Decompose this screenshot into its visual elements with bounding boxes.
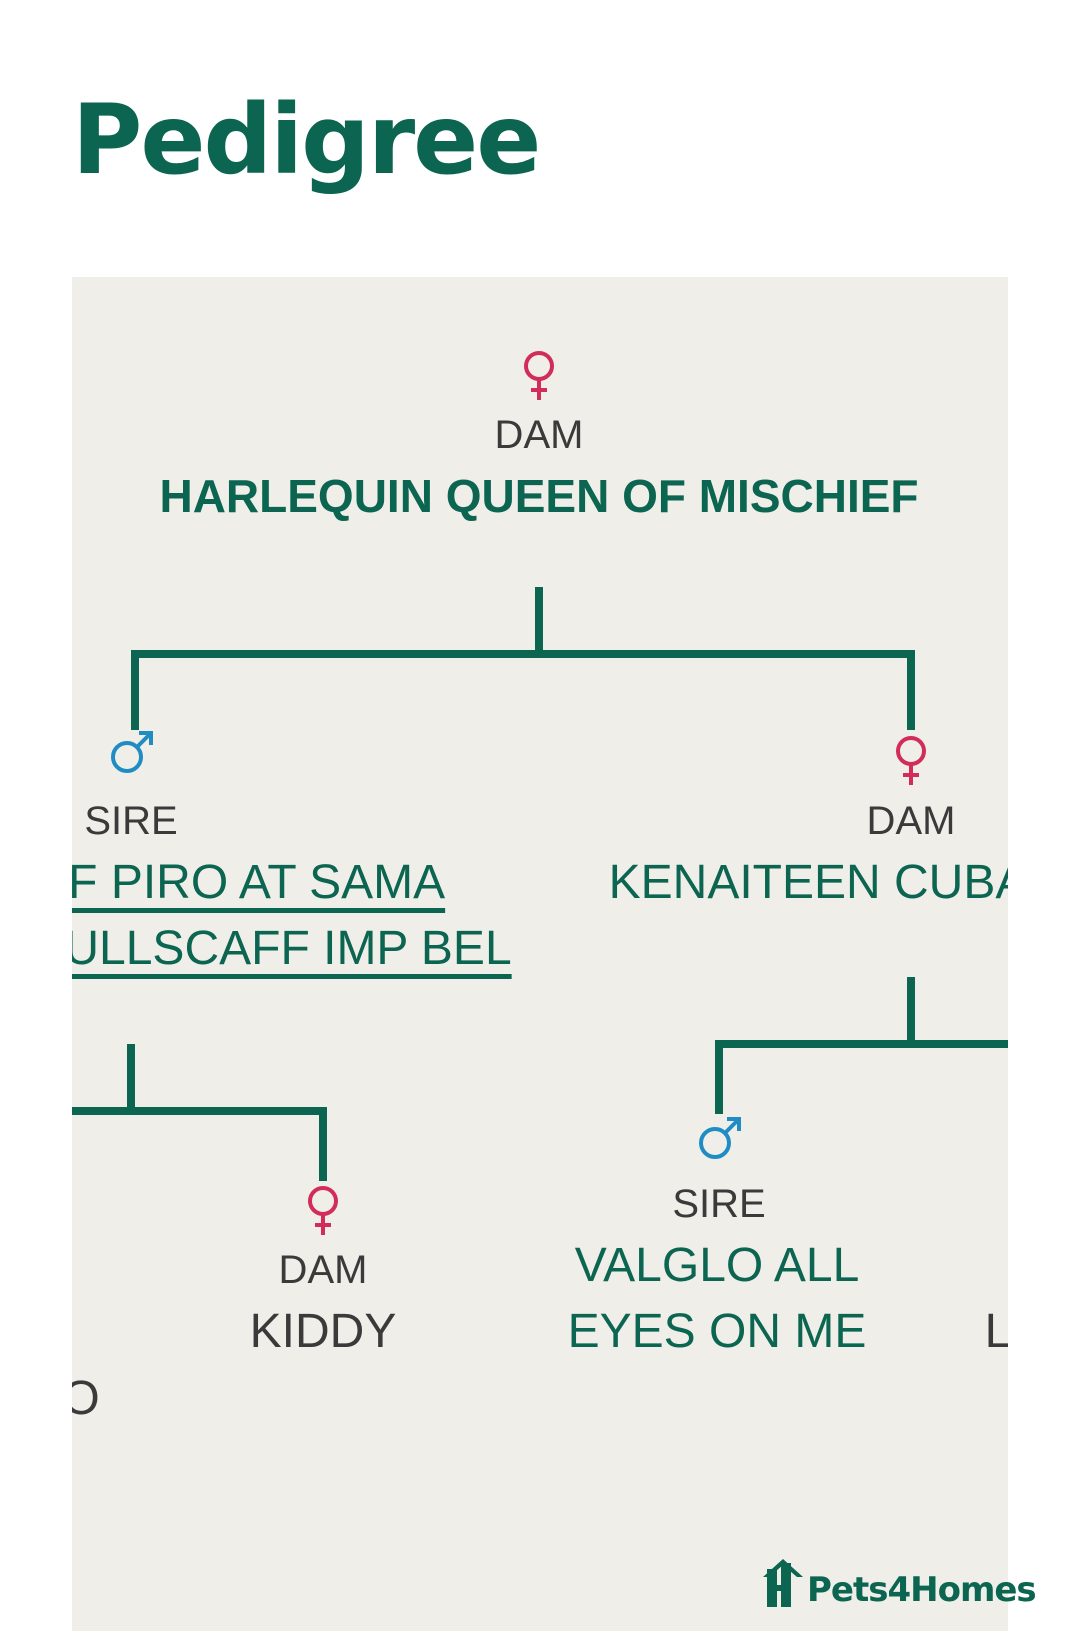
root-name: HARLEQUIN QUEEN OF MISCHIEF xyxy=(159,470,919,522)
dam-sire-name-line1[interactable]: VALGLO ALL xyxy=(574,1239,860,1292)
sire-name-link-line2[interactable]: BULLSCAFF IMP BEL xyxy=(72,922,512,975)
dam-sire-role: SIRE xyxy=(672,1182,766,1226)
connector-sire-right xyxy=(319,1107,327,1181)
connector-dam-left xyxy=(715,1040,723,1114)
connector-root-down xyxy=(535,587,543,657)
female-symbol-icon xyxy=(896,736,926,785)
brand-logo-text: Pets4Homes xyxy=(807,1570,1037,1610)
root-role: DAM xyxy=(494,413,584,457)
connector-root-bar xyxy=(131,650,915,658)
dam-role: DAM xyxy=(866,799,956,843)
house-logo-icon xyxy=(763,1559,803,1607)
connector-sire-bar xyxy=(72,1107,327,1115)
dam-dam-name-partial: L xyxy=(984,1305,1008,1358)
female-symbol-icon xyxy=(308,1186,338,1235)
female-symbol-icon xyxy=(524,351,554,400)
male-symbol-icon xyxy=(111,731,153,773)
dam-sire-name-line2[interactable]: EYES ON ME xyxy=(567,1305,867,1358)
connector-root-left xyxy=(131,650,139,730)
pedigree-panel: DAM HARLEQUIN QUEEN OF MISCHIEF SIRE FF … xyxy=(72,277,1008,1631)
brand-logo: Pets4Homes xyxy=(763,1555,1037,1610)
sire-dam-name: KIDDY xyxy=(249,1305,397,1358)
page-title: Pedigree xyxy=(72,84,541,196)
connector-dam-bar xyxy=(715,1040,1008,1048)
sire-dam-role: DAM xyxy=(278,1248,368,1292)
sire-role: SIRE xyxy=(84,799,178,843)
connector-root-right xyxy=(907,650,915,730)
dam-name[interactable]: KENAITEEN CUBA xyxy=(608,856,1008,909)
sire-name-link-line1[interactable]: FF PIRO AT SAMA xyxy=(72,856,446,909)
connector-sire-down xyxy=(127,1044,135,1114)
male-symbol-icon xyxy=(699,1117,741,1159)
connector-dam-down xyxy=(907,977,915,1047)
sire-sire-name-partial: O xyxy=(72,1372,100,1425)
